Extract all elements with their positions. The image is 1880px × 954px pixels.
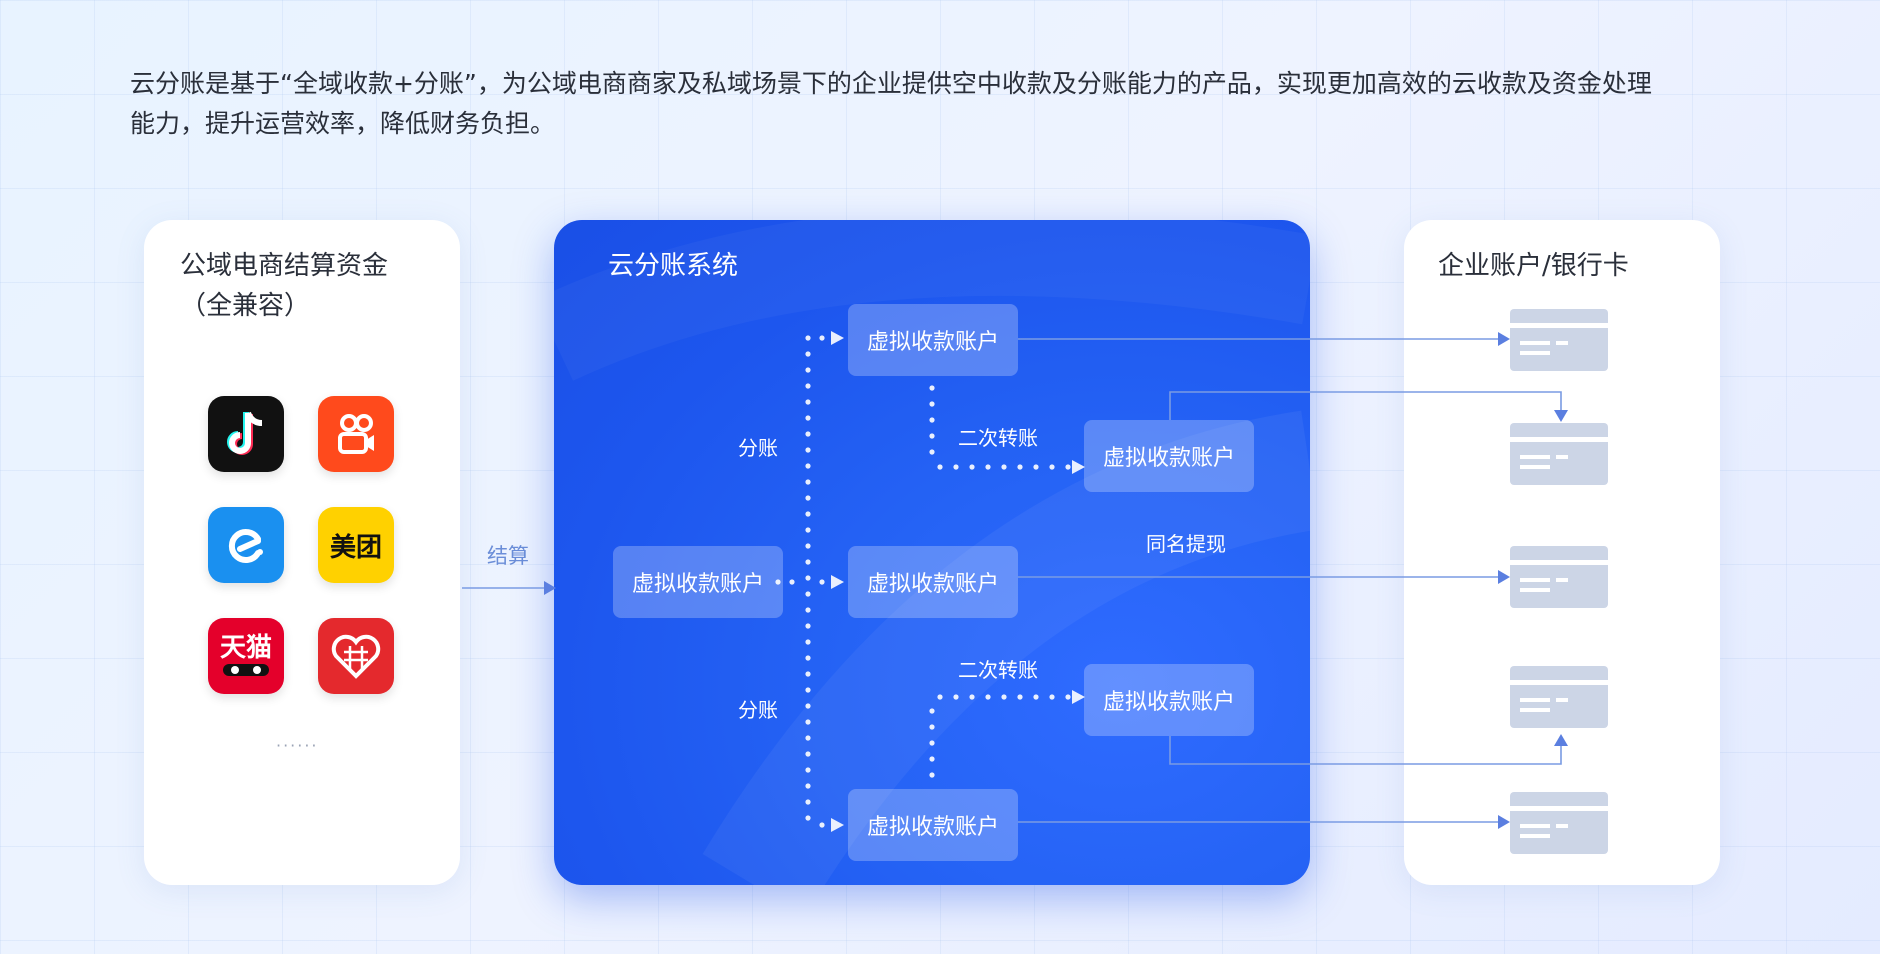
eleme-app-icon bbox=[208, 507, 284, 583]
bank-card-icon bbox=[1510, 423, 1608, 485]
cloud-split-system-title: 云分账系统 bbox=[608, 251, 739, 281]
virtual-account-root: 虚拟收款账户 bbox=[613, 546, 783, 618]
tmall-label: 天猫 bbox=[219, 633, 272, 663]
cloud-split-system-panel: 云分账系统 bbox=[554, 220, 1310, 885]
meituan-label: 美团 bbox=[329, 532, 382, 563]
more-platforms-indicator: ······ bbox=[276, 736, 319, 755]
virtual-account-transfer-bottom: 虚拟收款账户 bbox=[1084, 664, 1254, 736]
bank-card-icon bbox=[1510, 792, 1608, 854]
enterprise-account-title: 企业账户/银行卡 bbox=[1438, 251, 1629, 281]
second-transfer-label-lower: 二次转账 bbox=[958, 658, 1038, 682]
virtual-account-transfer-top: 虚拟收款账户 bbox=[1084, 420, 1254, 492]
enterprise-account-panel: 企业账户/银行卡 bbox=[1404, 220, 1720, 885]
second-transfer-label-upper: 二次转账 bbox=[958, 426, 1038, 450]
split-label-upper: 分账 bbox=[738, 436, 778, 460]
bank-card-icon bbox=[1510, 666, 1608, 728]
intro-line-2: 能力，提升运营效率，降低财务负担。 bbox=[130, 109, 556, 138]
bank-card-icon bbox=[1510, 309, 1608, 371]
virtual-account-top: 虚拟收款账户 bbox=[848, 304, 1018, 376]
bank-card-icon bbox=[1510, 546, 1608, 608]
public-ecommerce-title-line-2: （全兼容） bbox=[180, 291, 311, 321]
public-ecommerce-title-line-1: 公域电商结算资金 bbox=[180, 251, 389, 281]
system-background-swoosh bbox=[554, 220, 1310, 885]
pinduoduo-app-icon bbox=[318, 618, 394, 694]
system-connectors bbox=[775, 331, 1085, 832]
virtual-account-bottom: 虚拟收款账户 bbox=[848, 789, 1018, 861]
douyin-app-icon bbox=[208, 396, 284, 472]
tmall-app-icon: 天猫 bbox=[208, 618, 284, 694]
split-label-lower: 分账 bbox=[738, 698, 778, 722]
intro-text: 云分账是基于“全域收款+分账”，为公域电商商家及私域场景下的企业提供空中收款及分… bbox=[130, 64, 1730, 144]
virtual-account-middle: 虚拟收款账户 bbox=[848, 546, 1018, 618]
split-trunk-dots bbox=[805, 335, 811, 821]
meituan-app-icon: 美团 bbox=[318, 507, 394, 583]
public-ecommerce-title: 公域电商结算资金 （全兼容） bbox=[180, 246, 440, 326]
intro-line-1: 云分账是基于“全域收款+分账”，为公域电商商家及私域场景下的企业提供空中收款及分… bbox=[130, 69, 1652, 98]
settlement-label: 结算 bbox=[487, 544, 529, 568]
public-ecommerce-panel: 公域电商结算资金 （全兼容） 美团 天猫 bbox=[144, 220, 460, 885]
same-name-withdraw-label: 同名提现 bbox=[1146, 532, 1226, 556]
kuaishou-app-icon bbox=[318, 396, 394, 472]
